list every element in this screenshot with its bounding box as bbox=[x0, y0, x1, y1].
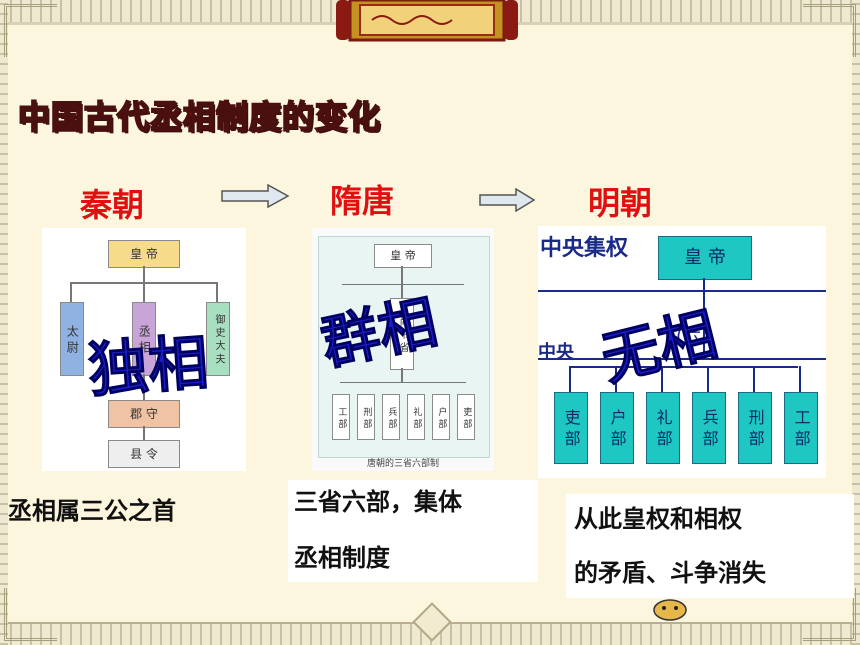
ming-ministry-box: 户 部 bbox=[600, 392, 634, 464]
suitang-caption-line1: 三省六部，集体 bbox=[294, 488, 462, 516]
dynasty-ming-label: 明朝 bbox=[588, 184, 653, 222]
connector-line bbox=[401, 368, 403, 382]
connector-line bbox=[143, 426, 145, 440]
suitang-chart-footer: 唐朝的三省六部制 bbox=[366, 459, 439, 469]
qin-taiwei-box: 太 尉 bbox=[60, 302, 84, 376]
connector-line bbox=[538, 290, 826, 292]
suitang-ministry-box: 刑 部 bbox=[357, 394, 375, 440]
suitang-caption-line2: 丞相制度 bbox=[294, 544, 390, 572]
qin-county-box: 县 令 bbox=[108, 440, 180, 468]
ming-six-label: (六 bbox=[676, 326, 702, 347]
suitang-ministry-box: 吏 部 bbox=[457, 394, 475, 440]
connector-line bbox=[707, 366, 709, 392]
ming-caption-line2: 的矛盾、斗争消失 bbox=[574, 559, 766, 587]
frame-right-border bbox=[852, 0, 860, 645]
connector-line bbox=[661, 366, 663, 392]
ming-ministry-box: 工 部 bbox=[784, 392, 818, 464]
arrow-right-icon bbox=[221, 184, 290, 208]
qin-org-chart: 皇 帝 太 尉 丞 相 御 史 大 夫 郡 守 县 令 bbox=[42, 228, 246, 471]
qin-chancellor-box: 丞 相 bbox=[132, 302, 156, 376]
connector-line bbox=[799, 366, 801, 392]
ming-org-chart: 中央集权 皇 帝 (六 中央 吏 部 户 部 礼 部 兵 部 刑 部 工 部 bbox=[538, 226, 826, 478]
frame-corner-bottom-right bbox=[803, 588, 856, 641]
qin-emperor-box: 皇 帝 bbox=[108, 240, 180, 268]
slide-title: 中国古代丞相制度的变化 bbox=[17, 97, 382, 137]
frame-left-border bbox=[0, 0, 8, 645]
connector-line bbox=[70, 282, 72, 302]
suitang-ministry-box: 礼 部 bbox=[407, 394, 425, 440]
connector-line bbox=[569, 366, 571, 392]
connector-line bbox=[703, 278, 705, 358]
connector-line bbox=[216, 282, 218, 302]
suitang-shangshu-box: 尚 书 省 bbox=[390, 298, 414, 370]
dynasty-suitang-label: 隋唐 bbox=[330, 182, 395, 220]
suitang-ministry-box: 工 部 bbox=[332, 394, 350, 440]
ming-zhongyang-label: 中央 bbox=[538, 342, 574, 363]
connector-line bbox=[570, 366, 798, 368]
qin-prefecture-box: 郡 守 bbox=[108, 400, 180, 428]
qin-yushi-box: 御 史 大 夫 bbox=[206, 302, 230, 376]
frame-corner-top-left bbox=[4, 4, 57, 57]
connector-line bbox=[143, 374, 145, 400]
ming-emperor-box: 皇 帝 bbox=[658, 236, 752, 280]
frame-corner-bottom-left bbox=[4, 588, 57, 641]
connector-line bbox=[615, 366, 617, 392]
mascot-icon bbox=[653, 599, 687, 621]
frame-corner-top-right bbox=[803, 4, 856, 57]
ming-central-label: 中央集权 bbox=[540, 236, 629, 261]
ming-ministry-box: 刑 部 bbox=[738, 392, 772, 464]
connector-line bbox=[401, 266, 403, 298]
ming-caption: 从此皇权和相权 的矛盾、斗争消失 bbox=[566, 494, 854, 598]
dynasty-qin-label: 秦朝 bbox=[80, 186, 145, 224]
suitang-org-chart: 皇 帝 尚 书 省 工 部 刑 部 兵 部 礼 部 户 部 吏 部 唐朝的三省六… bbox=[312, 228, 494, 471]
connector-line bbox=[340, 382, 466, 383]
qin-caption: 丞相属三公之首 bbox=[8, 497, 176, 525]
ming-ministry-box: 礼 部 bbox=[646, 392, 680, 464]
suitang-ministry-box: 兵 部 bbox=[382, 394, 400, 440]
suitang-caption: 三省六部，集体 丞相制度 bbox=[288, 480, 538, 582]
connector-line bbox=[143, 266, 145, 282]
arrow-right-icon bbox=[479, 188, 536, 212]
scroll-banner-decoration bbox=[336, 0, 518, 42]
connector-line bbox=[342, 284, 464, 285]
ming-ministry-box: 吏 部 bbox=[554, 392, 588, 464]
qin-overlay-text: 独相 bbox=[86, 327, 212, 407]
connector-line bbox=[753, 366, 755, 392]
connector-line bbox=[538, 358, 826, 360]
ming-ministry-box: 兵 部 bbox=[692, 392, 726, 464]
suitang-ministry-box: 户 部 bbox=[432, 394, 450, 440]
suitang-emperor-box: 皇 帝 bbox=[374, 244, 432, 268]
ming-caption-line1: 从此皇权和相权 bbox=[574, 505, 742, 533]
connector-line bbox=[143, 282, 145, 302]
